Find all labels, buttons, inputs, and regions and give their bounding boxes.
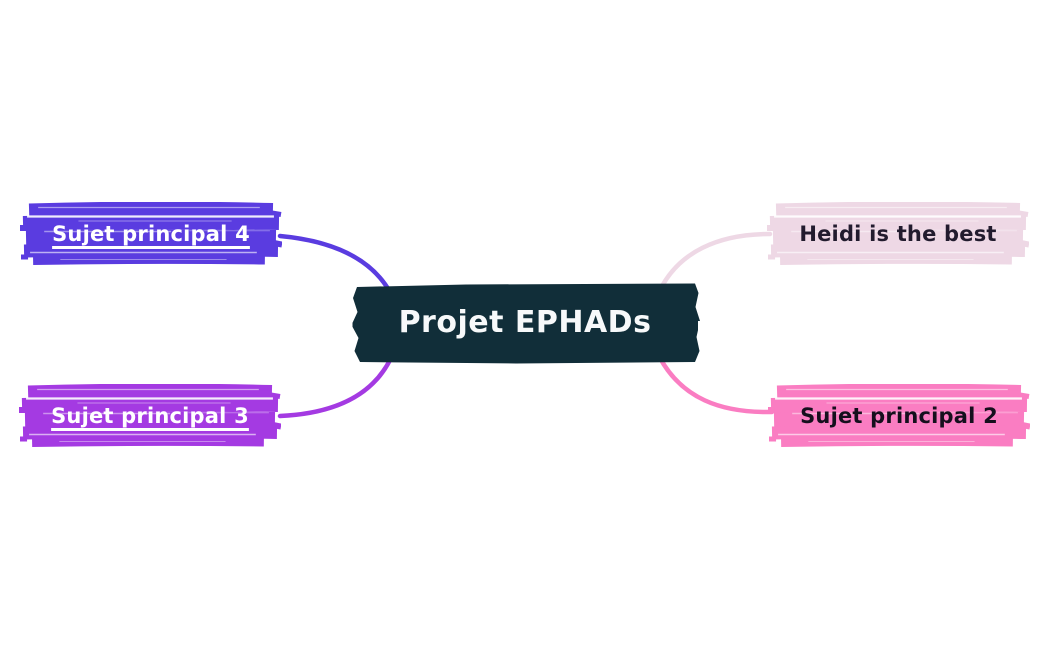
branch-node-top-left[interactable]: Sujet principal 4 (20, 202, 282, 266)
connector-top-right (657, 231, 773, 293)
branch-node-top-right[interactable]: Heidi is the best (767, 202, 1029, 266)
branch-label: Sujet principal 3 (51, 403, 249, 428)
branch-label: Sujet principal 2 (800, 403, 998, 428)
central-topic-label: Projet EPHADs (398, 305, 652, 340)
branch-label: Sujet principal 4 (52, 221, 250, 246)
branch-node-bottom-right[interactable]: Sujet principal 2 (768, 384, 1030, 448)
branch-node-bottom-left[interactable]: Sujet principal 3 (19, 384, 281, 448)
central-topic-node[interactable]: Projet EPHADs (346, 281, 704, 365)
branch-label: Heidi is the best (799, 221, 997, 246)
connector-bottom-right (657, 355, 775, 415)
connector-bottom-left (277, 357, 393, 419)
connector-top-left (277, 233, 393, 295)
